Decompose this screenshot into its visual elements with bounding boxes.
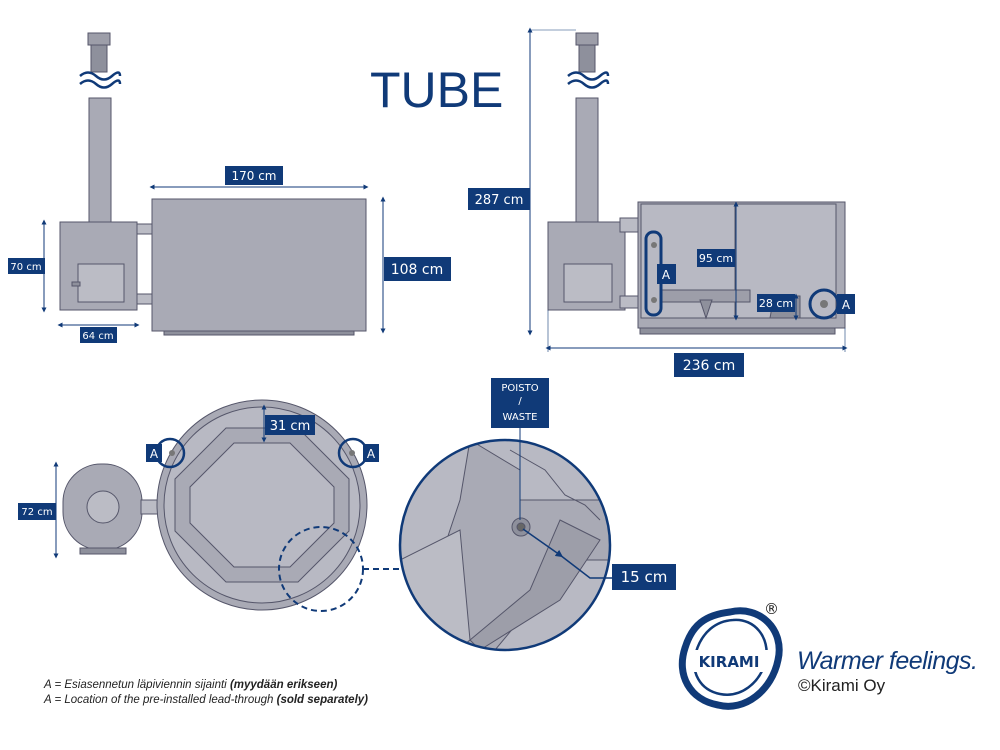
side-marker-a-left: A bbox=[644, 230, 676, 317]
svg-text:A: A bbox=[662, 268, 671, 282]
legend-english: A = Location of the pre-installed lead-t… bbox=[44, 694, 369, 706]
front-heater-door bbox=[77, 263, 125, 303]
dim-badge-bench-width: 31 cm bbox=[265, 415, 315, 435]
svg-text:287 cm: 287 cm bbox=[475, 193, 524, 208]
logo-text: KIRAMI bbox=[699, 653, 760, 671]
svg-text:70 cm: 70 cm bbox=[10, 262, 41, 273]
brand-slogan: Warmer feelings. bbox=[797, 647, 978, 675]
dim-badge-depth: 95 cm bbox=[697, 249, 735, 267]
dim-badge-heater-width: 64 cm bbox=[80, 327, 117, 343]
front-chimney-upper bbox=[90, 44, 108, 73]
front-chimney-pipe bbox=[88, 97, 112, 223]
top-floor-octagon bbox=[189, 442, 335, 568]
svg-text:15 cm: 15 cm bbox=[621, 568, 668, 586]
svg-text:170 cm: 170 cm bbox=[231, 169, 276, 183]
zoom-detail bbox=[398, 438, 612, 652]
dim-badge-total-length: 236 cm bbox=[674, 353, 744, 377]
dim-badge-heater-height: 70 cm bbox=[8, 258, 45, 274]
side-break-symbol bbox=[567, 71, 610, 89]
svg-text:WASTE: WASTE bbox=[503, 412, 538, 423]
side-dimension-lines bbox=[527, 27, 848, 352]
brand-copyright: ©Kirami Oy bbox=[798, 676, 886, 695]
svg-text:A: A bbox=[367, 447, 376, 461]
front-tub bbox=[151, 198, 367, 332]
svg-text:64 cm: 64 cm bbox=[82, 331, 113, 342]
svg-text:95 cm: 95 cm bbox=[699, 252, 733, 265]
svg-text:POISTO: POISTO bbox=[501, 383, 538, 394]
top-chimney bbox=[86, 490, 120, 524]
dim-badge-front-height: 108 cm bbox=[384, 257, 451, 281]
drain-offset-leader bbox=[522, 528, 564, 558]
dim-badge-seat-height: 28 cm bbox=[757, 294, 795, 312]
side-heater-door bbox=[563, 263, 613, 303]
kirami-logo: KIRAMI ® bbox=[678, 600, 783, 710]
side-marker-a-right: A bbox=[808, 288, 855, 320]
side-view bbox=[547, 32, 846, 335]
svg-text:108 cm: 108 cm bbox=[391, 262, 444, 278]
front-chimney-cap bbox=[87, 32, 111, 46]
svg-text:236 cm: 236 cm bbox=[683, 358, 736, 374]
front-break-symbol bbox=[79, 71, 122, 89]
side-chimney-cap bbox=[575, 32, 599, 46]
side-chimney-upper bbox=[578, 44, 596, 73]
product-title: TUBE bbox=[370, 62, 503, 118]
front-view bbox=[59, 32, 367, 336]
svg-text:A: A bbox=[842, 298, 851, 312]
dim-badge-heater-depth: 72 cm bbox=[18, 503, 56, 520]
top-marker-a-left: A bbox=[146, 437, 186, 469]
top-marker-a-right: A bbox=[337, 437, 379, 469]
dim-badge-total-height: 287 cm bbox=[468, 188, 530, 210]
registered-mark: ® bbox=[764, 600, 779, 618]
svg-text:31 cm: 31 cm bbox=[270, 419, 311, 434]
legend-finnish: A = Esiasennetun läpiviennin sijainti (m… bbox=[44, 679, 338, 691]
side-chimney-pipe bbox=[575, 97, 599, 223]
drain-label: POISTO / WASTE bbox=[491, 378, 549, 428]
svg-text:A: A bbox=[150, 447, 159, 461]
dim-badge-front-width: 170 cm bbox=[225, 166, 283, 185]
svg-text:28 cm: 28 cm bbox=[759, 297, 793, 310]
svg-text:72 cm: 72 cm bbox=[21, 507, 52, 518]
dim-badge-drain-offset: 15 cm bbox=[612, 564, 676, 590]
top-view bbox=[62, 399, 368, 611]
svg-text:/: / bbox=[518, 396, 522, 407]
